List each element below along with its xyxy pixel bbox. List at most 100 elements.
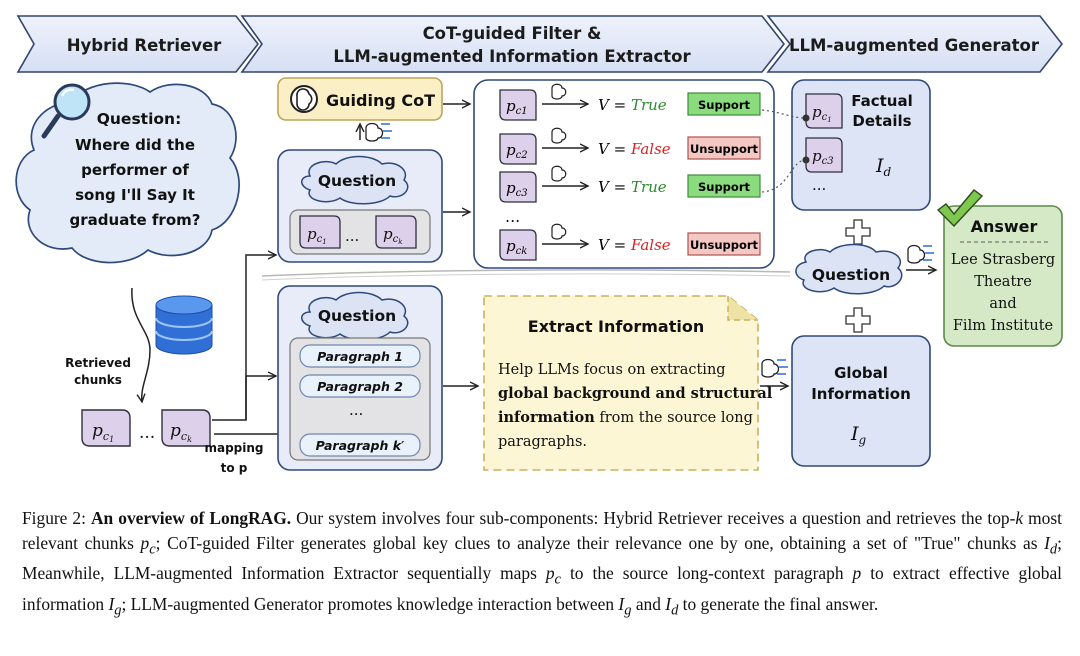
filter-chunk-c1: [299, 215, 341, 249]
plus-icon-bottom: [845, 307, 871, 333]
answer-line-4: Film Institute: [953, 318, 1053, 334]
guiding-cot-box: Guiding CoT: [277, 77, 443, 121]
check-verdict-c2: V = False: [598, 140, 671, 158]
brain-icon-check-c1: [551, 83, 567, 100]
stage-banner-hybrid-retriever: Hybrid Retriever: [16, 15, 260, 73]
factual-ellipsis: ...: [812, 176, 826, 194]
unsupport-badge-ck: [687, 232, 761, 256]
answer-line-1: Lee Strasberg: [951, 252, 1055, 268]
brain-icon-check-ck: [551, 223, 567, 240]
brain-icon-extract: [761, 358, 788, 378]
check-chunk-c3: [499, 171, 537, 203]
filter-question-panel: Question pc1 ... pck: [277, 149, 443, 263]
stage-title-hybrid-retriever: Hybrid Retriever: [67, 36, 222, 55]
extractor-question-label: Question: [318, 307, 396, 325]
check-chunk-label-c3: pc3: [506, 179, 528, 199]
factual-label-line2: Details: [852, 112, 911, 130]
answer-line-3: and: [989, 296, 1016, 312]
question-title: Question:: [97, 110, 182, 128]
paragraph-k-pill: [299, 433, 421, 457]
note-line-3: information from the source long: [498, 409, 753, 426]
svg-text:pc1: pc1: [812, 103, 832, 124]
generator-question-label: Question: [812, 266, 890, 284]
paragraphs-ellipsis: ...: [349, 401, 363, 419]
factual-details-panel: pc1 pc3 ... Factual Details Id: [791, 79, 931, 211]
stage-banner-generator: LLM-augmented Generator: [766, 15, 1064, 73]
guiding-cot-label: Guiding CoT: [326, 91, 435, 110]
question-line-4: graduate from?: [70, 211, 201, 229]
paragraph-2-label: Paragraph 2: [317, 379, 403, 394]
question-cloud: Question: Where did the performer of son…: [15, 82, 240, 264]
check-chunk-label-ck: pck: [506, 237, 527, 257]
checkmark-icon: [936, 189, 984, 228]
filter-chunk-ck: [375, 215, 417, 249]
check-verdict-ck: V = False: [598, 236, 671, 254]
svg-text:pc1: pc1: [92, 421, 114, 444]
stage-title-generator: LLM-augmented Generator: [789, 36, 1040, 55]
global-symbol: Ig: [850, 423, 867, 447]
verdict-badge-label-ck: Unsupport: [690, 238, 759, 252]
note-line-1: Help LLMs focus on extracting: [498, 362, 726, 378]
unsupport-badge-c2: [687, 136, 761, 160]
caption-title: An overview of LongRAG.: [91, 508, 292, 528]
check-verdict-c3: V = True: [598, 178, 667, 196]
brain-icon-check-c3: [551, 165, 567, 182]
global-label-line1: Global: [834, 364, 888, 382]
filter-question-label: Question: [318, 172, 396, 190]
question-line-1: Where did the: [75, 136, 195, 154]
answer-title: Answer: [971, 217, 1038, 236]
svg-text:pc3: pc3: [812, 147, 834, 167]
chunks-to-extractor-arrow: [245, 376, 276, 420]
check-chunk-c1: [499, 89, 537, 121]
paragraph-2-pill: [299, 374, 421, 398]
check-chunk-c2: [499, 133, 537, 165]
relevance-check-panel: [473, 79, 775, 269]
brain-icon-cot: [365, 122, 392, 142]
svg-text:pc1: pc1: [307, 225, 327, 246]
svg-text:pck: pck: [383, 225, 402, 246]
answer-line-2: Theatre: [974, 274, 1032, 290]
check-verdict-c1: V = True: [598, 96, 667, 114]
retrieved-label-line2: chunks: [74, 373, 122, 387]
verdict-badge-label-c2: Unsupport: [690, 142, 759, 156]
retrieved-chunks-ellipsis: ...: [139, 423, 155, 443]
generator-question-cloud: Question: [795, 243, 903, 295]
factual-chunk-c1: [805, 93, 843, 129]
note-title: Extract Information: [528, 317, 704, 336]
support-badge-c1: [687, 92, 761, 116]
svg-text:pck: pck: [170, 421, 192, 444]
check-rows-ellipsis: ...: [505, 207, 520, 226]
factual-chunk-c3: [805, 137, 843, 173]
support-badge-c3: [687, 174, 761, 198]
question-line-2: performer of: [81, 161, 189, 179]
support-link-c1: [761, 109, 807, 119]
openai-icon: [290, 85, 318, 113]
retrieved-chunk-c1: pc1: [81, 409, 131, 447]
check-chunk-label-c1: pc1: [506, 97, 528, 117]
global-information-panel: Global Information Ig: [791, 335, 931, 467]
brain-icon-generator: [907, 244, 934, 264]
answer-panel: Answer Lee Strasberg Theatre and Film In…: [936, 189, 1063, 347]
factual-label-line1: Factual: [851, 92, 913, 110]
stage-title-filter-line2: LLM-augmented Information Extractor: [333, 47, 691, 66]
paragraph-1-pill: [299, 344, 421, 368]
paragraph-k-label: Paragraph k′: [316, 438, 405, 453]
filter-question-cloud: [301, 155, 409, 205]
retrieval-arrow: [131, 287, 151, 402]
stage-title-filter-line1: CoT-guided Filter &: [423, 24, 602, 43]
brain-icon-check-c2: [551, 127, 567, 144]
extractor-question-cloud: [301, 291, 409, 341]
note-line-4: paragraphs.: [498, 434, 587, 450]
check-chunk-ck: [499, 229, 537, 261]
filter-chunks-ellipsis: ...: [345, 227, 359, 245]
chunks-to-filter-arrow: [212, 255, 276, 421]
caption-fig-label: Figure 2:: [22, 508, 86, 528]
check-row-ck: pck V = False Unsupport: [499, 223, 761, 261]
global-label-line2: Information: [811, 385, 911, 403]
retrieved-label-line1: Retrieved: [65, 356, 131, 370]
mapping-label-line2: to p: [221, 461, 248, 475]
extract-information-note: Extract Information Help LLMs focus on e…: [483, 295, 773, 471]
figure-caption: Figure 2: An overview of LongRAG. Our sy…: [22, 508, 1062, 619]
